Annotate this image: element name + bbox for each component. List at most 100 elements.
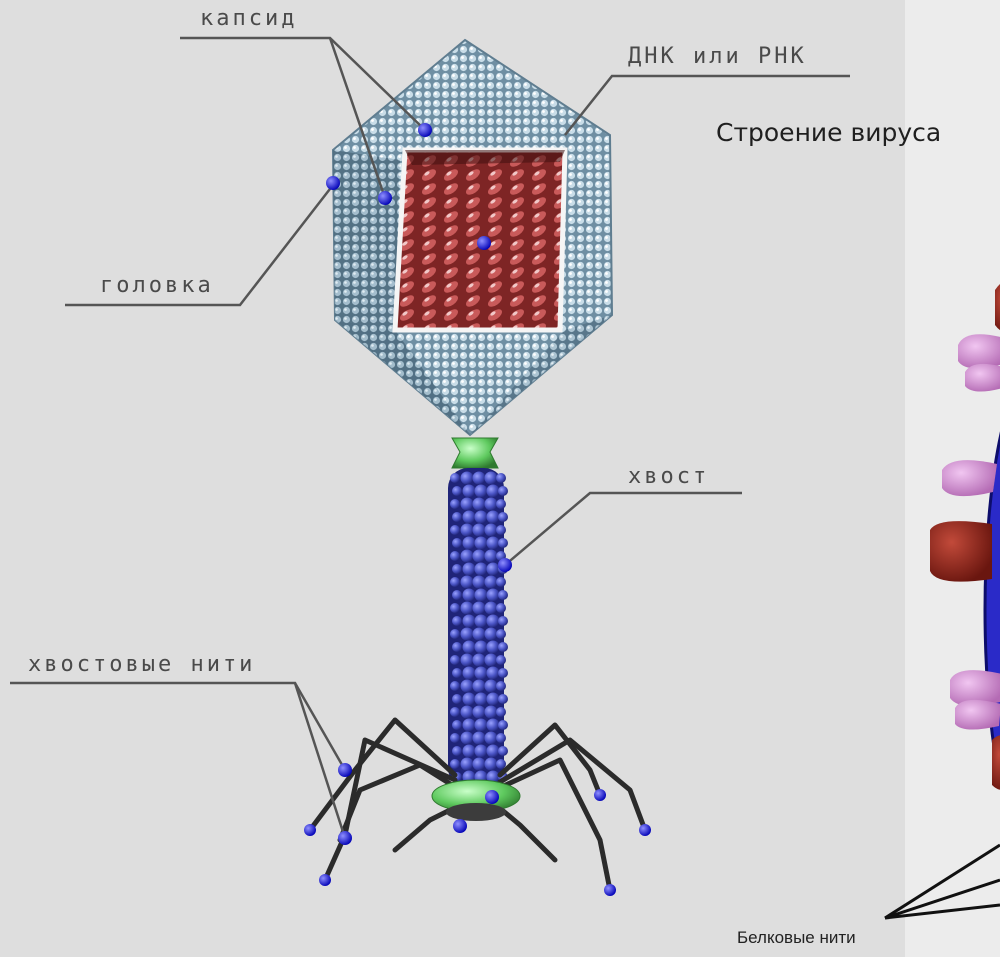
sheath-bead xyxy=(485,550,498,563)
sheath-bead xyxy=(461,550,474,563)
sheath-bead xyxy=(450,577,460,587)
sheath-bead xyxy=(452,720,462,730)
sheath-bead xyxy=(461,498,474,511)
sheath-bead xyxy=(450,655,460,665)
sheath-bead xyxy=(475,563,488,576)
sheath-bead xyxy=(463,537,476,550)
diagram-title: Строение вируса xyxy=(716,118,941,147)
label-capsid: капсид xyxy=(200,6,297,31)
sheath-bead xyxy=(461,654,474,667)
sheath-bead xyxy=(463,615,476,628)
sheath-bead xyxy=(450,473,460,483)
sheath-bead xyxy=(452,486,462,496)
label-protein-fibers: Белковые нити xyxy=(737,928,856,948)
sheath-bead xyxy=(461,706,474,719)
sheath-bead xyxy=(450,629,460,639)
sheath-bead xyxy=(452,590,462,600)
sheath-bead xyxy=(498,486,508,496)
sheath-bead xyxy=(485,524,498,537)
sheath-bead xyxy=(496,603,506,613)
sheath-bead xyxy=(463,667,476,680)
sheath-bead xyxy=(498,590,508,600)
sheath-bead xyxy=(485,498,498,511)
sheath-bead xyxy=(487,693,500,706)
sheath-bead xyxy=(475,511,488,524)
sheath-bead xyxy=(473,706,486,719)
sheath-bead xyxy=(475,589,488,602)
sheath-bead xyxy=(485,602,498,615)
sheath-bead xyxy=(498,616,508,626)
sheath-bead xyxy=(485,680,498,693)
sheath-bead xyxy=(498,642,508,652)
sheath-bead xyxy=(496,577,506,587)
sheath-bead xyxy=(475,641,488,654)
sheath-bead xyxy=(463,511,476,524)
sheath-bead xyxy=(487,641,500,654)
sheath-bead xyxy=(485,732,498,745)
sheath-bead xyxy=(463,719,476,732)
sheath-bead xyxy=(473,732,486,745)
sheath-bead xyxy=(498,668,508,678)
sheath-bead xyxy=(450,681,460,691)
sheath-bead xyxy=(485,654,498,667)
sheath-bead xyxy=(473,758,486,771)
sheath-bead xyxy=(485,706,498,719)
sheath-bead xyxy=(450,525,460,535)
sheath-bead xyxy=(473,576,486,589)
sheath-bead xyxy=(496,733,506,743)
sheath-bead xyxy=(452,642,462,652)
sheath-bead xyxy=(475,485,488,498)
sheath-bead xyxy=(450,733,460,743)
sheath-bead xyxy=(452,512,462,522)
sheath-bead xyxy=(463,745,476,758)
label-head: головка xyxy=(100,273,214,298)
label-dna-rna: ДНК или РНК xyxy=(628,44,807,69)
sheath-bead xyxy=(452,616,462,626)
sheath-bead xyxy=(452,668,462,678)
sheath-bead xyxy=(473,550,486,563)
sheath-bead xyxy=(487,667,500,680)
sheath-bead xyxy=(475,745,488,758)
sheath-bead xyxy=(475,615,488,628)
sheath-bead xyxy=(450,551,460,561)
sheath-bead xyxy=(487,615,500,628)
sheath-bead xyxy=(473,602,486,615)
sheath-bead xyxy=(461,732,474,745)
label-tail: хвост xyxy=(628,464,709,489)
sheath-bead xyxy=(485,472,498,485)
sheath-bead xyxy=(487,511,500,524)
second-virus-fragment xyxy=(885,281,1000,918)
sheath-bead xyxy=(498,538,508,548)
capsid-head xyxy=(333,40,612,435)
sheath-bead xyxy=(461,758,474,771)
sheath-bead xyxy=(452,746,462,756)
sheath-bead xyxy=(463,485,476,498)
sheath-bead xyxy=(496,499,506,509)
sheath-bead xyxy=(473,654,486,667)
sheath-bead xyxy=(473,628,486,641)
sheath-bead xyxy=(452,538,462,548)
sheath-bead xyxy=(463,641,476,654)
sheath-bead xyxy=(473,472,486,485)
sheath-bead xyxy=(487,563,500,576)
sheath-bead xyxy=(461,602,474,615)
sheath-bead xyxy=(487,485,500,498)
sheath-bead xyxy=(450,759,460,769)
sheath-bead xyxy=(473,498,486,511)
sheath-bead xyxy=(452,694,462,704)
sheath-bead xyxy=(475,693,488,706)
sheath-bead xyxy=(473,680,486,693)
sheath-bead xyxy=(461,524,474,537)
sheath-bead xyxy=(496,629,506,639)
collar xyxy=(452,438,498,468)
sheath-bead xyxy=(461,472,474,485)
sheath-bead xyxy=(463,589,476,602)
sheath-bead xyxy=(498,746,508,756)
sheath-bead xyxy=(475,719,488,732)
sheath-bead xyxy=(496,681,506,691)
sheath-bead xyxy=(463,693,476,706)
sheath-bead xyxy=(463,563,476,576)
sheath-bead xyxy=(487,745,500,758)
tail-sheath xyxy=(448,468,508,788)
sheath-bead xyxy=(473,524,486,537)
